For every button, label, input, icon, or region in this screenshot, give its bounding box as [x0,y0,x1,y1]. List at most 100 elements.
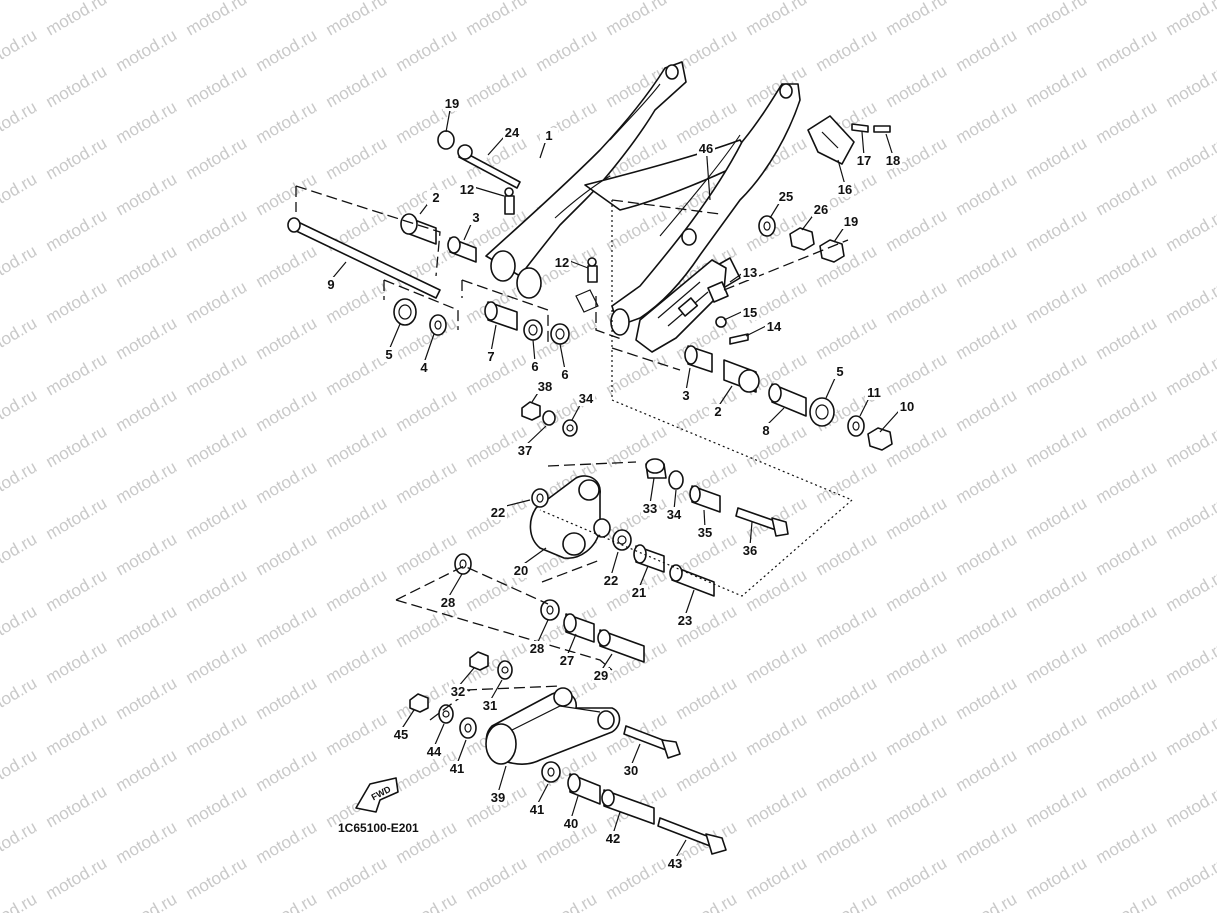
watermark-text: motod.ru [113,313,181,363]
callout-leader-line [612,811,621,835]
watermark-text: motod.ru [883,565,951,615]
watermark-text: motod.ru [0,385,40,435]
callout-number: 12 [460,182,474,197]
watermark-text: motod.ru [813,673,881,723]
callout-halo [602,573,620,588]
callout-number: 4 [420,360,428,375]
bolt-17 [851,123,869,133]
watermark-text: motod.ru [673,97,741,147]
watermark-text: motod.ru [1093,97,1161,147]
callout-halo [449,684,467,699]
callout-halo [865,385,883,400]
callout-10: 10 [879,399,916,433]
callout-27: 27 [558,633,577,668]
callout-leader-line [490,324,497,353]
callout-halo [322,277,340,292]
watermark-text: motod.ru [113,889,181,913]
callout-3: 3 [677,367,695,403]
watermark-text: motod.ru [1023,781,1091,831]
callout-number: 31 [483,698,497,713]
watermark-text: motod.ru [883,637,951,687]
callout-number: 2 [432,190,439,205]
watermark-text: motod.ru [1023,565,1091,615]
callout-leader-line [388,323,401,351]
callout-halo [855,153,873,168]
watermark-text: motod.ru [323,349,391,399]
watermark-text: motod.ru [253,889,321,913]
callout-leader-line [673,489,677,511]
callout-halo [831,364,849,379]
callout-number: 22 [491,505,505,520]
watermark-text: motod.ru [1093,817,1161,867]
callout-number: 7 [487,349,494,364]
watermark-text: motod.ru [953,241,1021,291]
watermark-text: motod.ru [1163,565,1217,615]
callout-23: 23 [676,589,695,628]
callout-15: 15 [723,305,759,321]
watermark-text: motod.ru [673,889,741,913]
callout-number: 6 [531,359,538,374]
callout-leader-line [885,133,894,157]
watermark-text: motod.ru [603,0,671,39]
callout-leader-line [559,343,566,371]
watermark-text: motod.ru [813,457,881,507]
bolt-14 [729,333,749,345]
watermark-text: motod.ru [1023,61,1091,111]
callout-28: 28 [439,573,463,610]
washer-22-right [612,529,632,551]
callout-halo [540,128,558,143]
washer-28-lower [540,599,560,621]
watermark-text: motod.ru [183,61,251,111]
callout-40: 40 [562,795,580,831]
watermark-text: motod.ru [883,493,951,543]
callout-halo [556,367,574,382]
callout-halo [812,202,830,217]
callout-number: 23 [678,613,692,628]
washer-41-upper [459,717,477,739]
oil-seal-5-right [809,397,835,427]
callout-28: 28 [528,619,549,656]
watermark-text: motod.ru [253,817,321,867]
watermark-text: motod.ru [883,0,951,39]
callout-46: 46 [697,141,715,201]
watermark-text: motod.ru [953,169,1021,219]
callout-halo [425,744,443,759]
watermark-text: motod.ru [113,817,181,867]
callout-43: 43 [666,839,687,871]
callout-leader-line [610,551,619,577]
watermark-text: motod.ru [393,169,461,219]
callout-6: 6 [526,339,544,374]
callout-halo [528,641,546,656]
callout-halo [676,613,694,628]
callout-halo [777,189,795,204]
callout-leader-line [536,619,549,645]
callout-number: 37 [518,443,532,458]
callout-34: 34 [571,391,595,421]
watermark-text: motod.ru [43,61,111,111]
watermark-text: motod.ru [183,781,251,831]
callout-number: 20 [514,563,528,578]
callout-halo [741,305,759,320]
watermark-text: motod.ru [463,61,531,111]
callout-20: 20 [512,547,547,578]
watermark-text: motod.ru [1163,709,1217,759]
callout-leader-line [457,667,475,688]
callout-halo [765,319,783,334]
callout-halo [528,802,546,817]
watermark-text: motod.ru [953,817,1021,867]
callout-8: 8 [757,407,785,438]
watermark-text: motod.ru [0,601,40,651]
callout-halo [481,698,499,713]
watermark-text: motod.ru [43,133,111,183]
watermark-text: motod.ru [813,0,881,3]
watermark-text: motod.ru [1023,277,1091,327]
watermark-text: motod.ru [1093,745,1161,795]
callout-leader-line [630,743,641,767]
callout-number: 44 [427,744,442,759]
watermark-text: motod.ru [113,529,181,579]
callout-halo [415,360,433,375]
callout-number: 34 [667,507,682,522]
callout-number: 34 [579,391,594,406]
watermark-text: motod.ru [883,853,951,903]
